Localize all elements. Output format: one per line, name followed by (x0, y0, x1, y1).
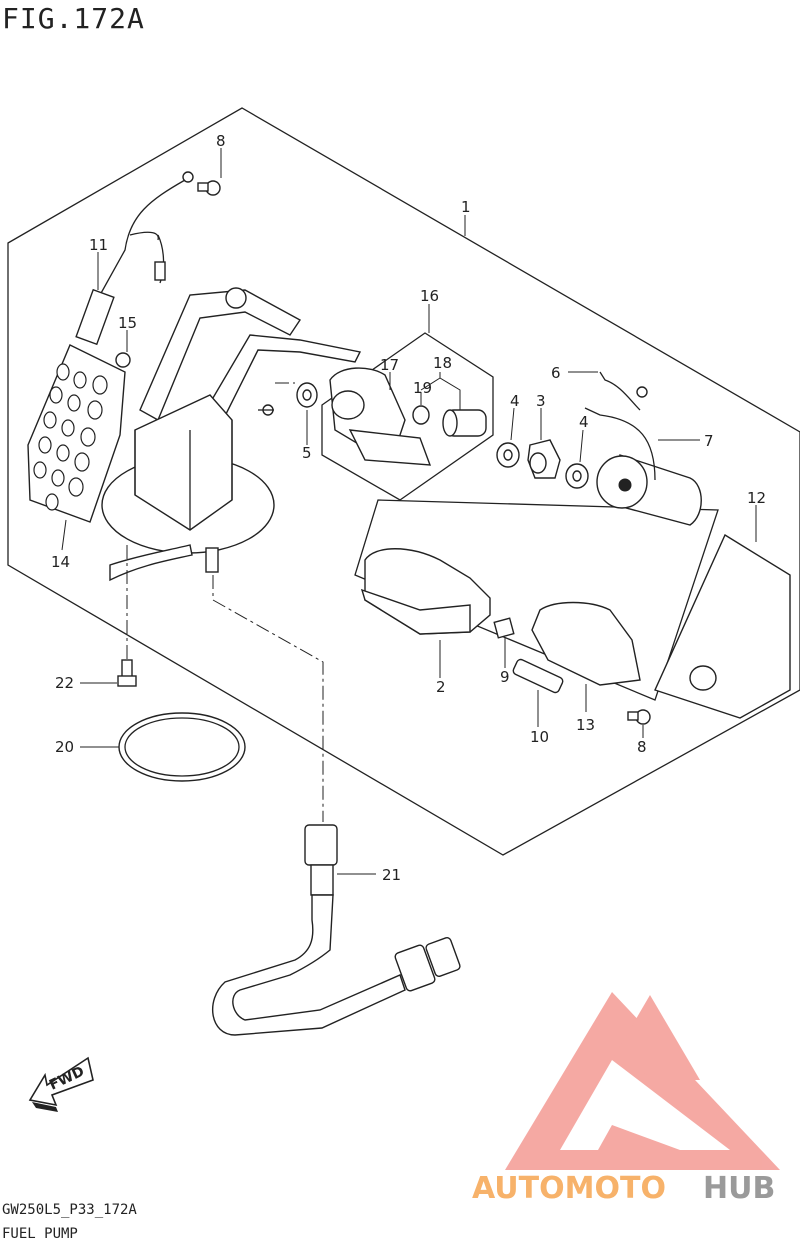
fuel-hose-part-21 (211, 824, 461, 1036)
filter-strainer-part-14 (27, 344, 126, 523)
pump-part-3 (527, 439, 561, 479)
callout-14: 14 (51, 553, 70, 571)
callout-4b: 4 (579, 413, 589, 431)
callout-1: 1 (461, 198, 471, 216)
callout-8a: 8 (216, 132, 226, 150)
assembly-outline (7, 107, 800, 856)
callout-10: 10 (530, 728, 549, 746)
screw-part-8a (197, 180, 221, 196)
callout-21: 21 (382, 866, 401, 884)
callout-11: 11 (89, 236, 108, 254)
cover-part-13 (531, 601, 641, 686)
screw-part-8b (627, 709, 651, 725)
callout-6: 6 (551, 364, 561, 382)
callout-18: 18 (433, 354, 452, 372)
leader-lines (61, 148, 757, 875)
callout-15: 15 (118, 314, 137, 332)
pump-bracket-frame (101, 287, 362, 582)
bolt-part-22 (117, 659, 137, 687)
center-lines (126, 382, 324, 822)
callout-19: 19 (413, 379, 432, 397)
housing-part-2 (360, 548, 491, 635)
callout-22: 22 (55, 674, 74, 692)
callout-5: 5 (302, 444, 312, 462)
callout-17: 17 (380, 356, 399, 374)
callout-20: 20 (55, 738, 74, 756)
watermark-brand-right: HUB (703, 1171, 775, 1206)
drawing-code: GW250L5_P33_172A (2, 1202, 137, 1218)
pump-motor-part-7 (584, 371, 702, 526)
fwd-direction-badge: FWD (28, 1056, 94, 1112)
watermark-brand-left: AUTOMOTO (472, 1171, 666, 1206)
figure-title: FIG.172A (2, 2, 145, 35)
callout-16: 16 (420, 287, 439, 305)
subassembly-2-13-outline (354, 499, 719, 701)
clip-part-9 (493, 617, 515, 639)
o-ring-part-19 (412, 405, 430, 425)
grommet-part-15 (115, 352, 131, 368)
callout-4a: 4 (510, 392, 520, 410)
pad-part-10 (512, 658, 564, 694)
callout-9: 9 (500, 668, 510, 686)
figure-name: FUEL PUMP (2, 1226, 78, 1242)
pressure-regulator-part-17 (329, 367, 432, 466)
callout-3: 3 (536, 392, 546, 410)
callout-labels: 1 2 3 4 4 5 6 7 8 8 9 10 11 12 13 14 15 … (51, 132, 766, 884)
subassembly-16-outline (321, 332, 494, 501)
wire-harness-part-11 (75, 171, 194, 346)
callout-7: 7 (704, 432, 714, 450)
callout-13: 13 (576, 716, 595, 734)
callout-2: 2 (436, 678, 446, 696)
watermark-logo (505, 992, 780, 1170)
fitting-part-18 (442, 409, 487, 437)
gasket-part-20 (118, 712, 246, 782)
callout-12: 12 (747, 489, 766, 507)
filter-part-12 (654, 533, 791, 719)
callout-8b: 8 (637, 738, 647, 756)
